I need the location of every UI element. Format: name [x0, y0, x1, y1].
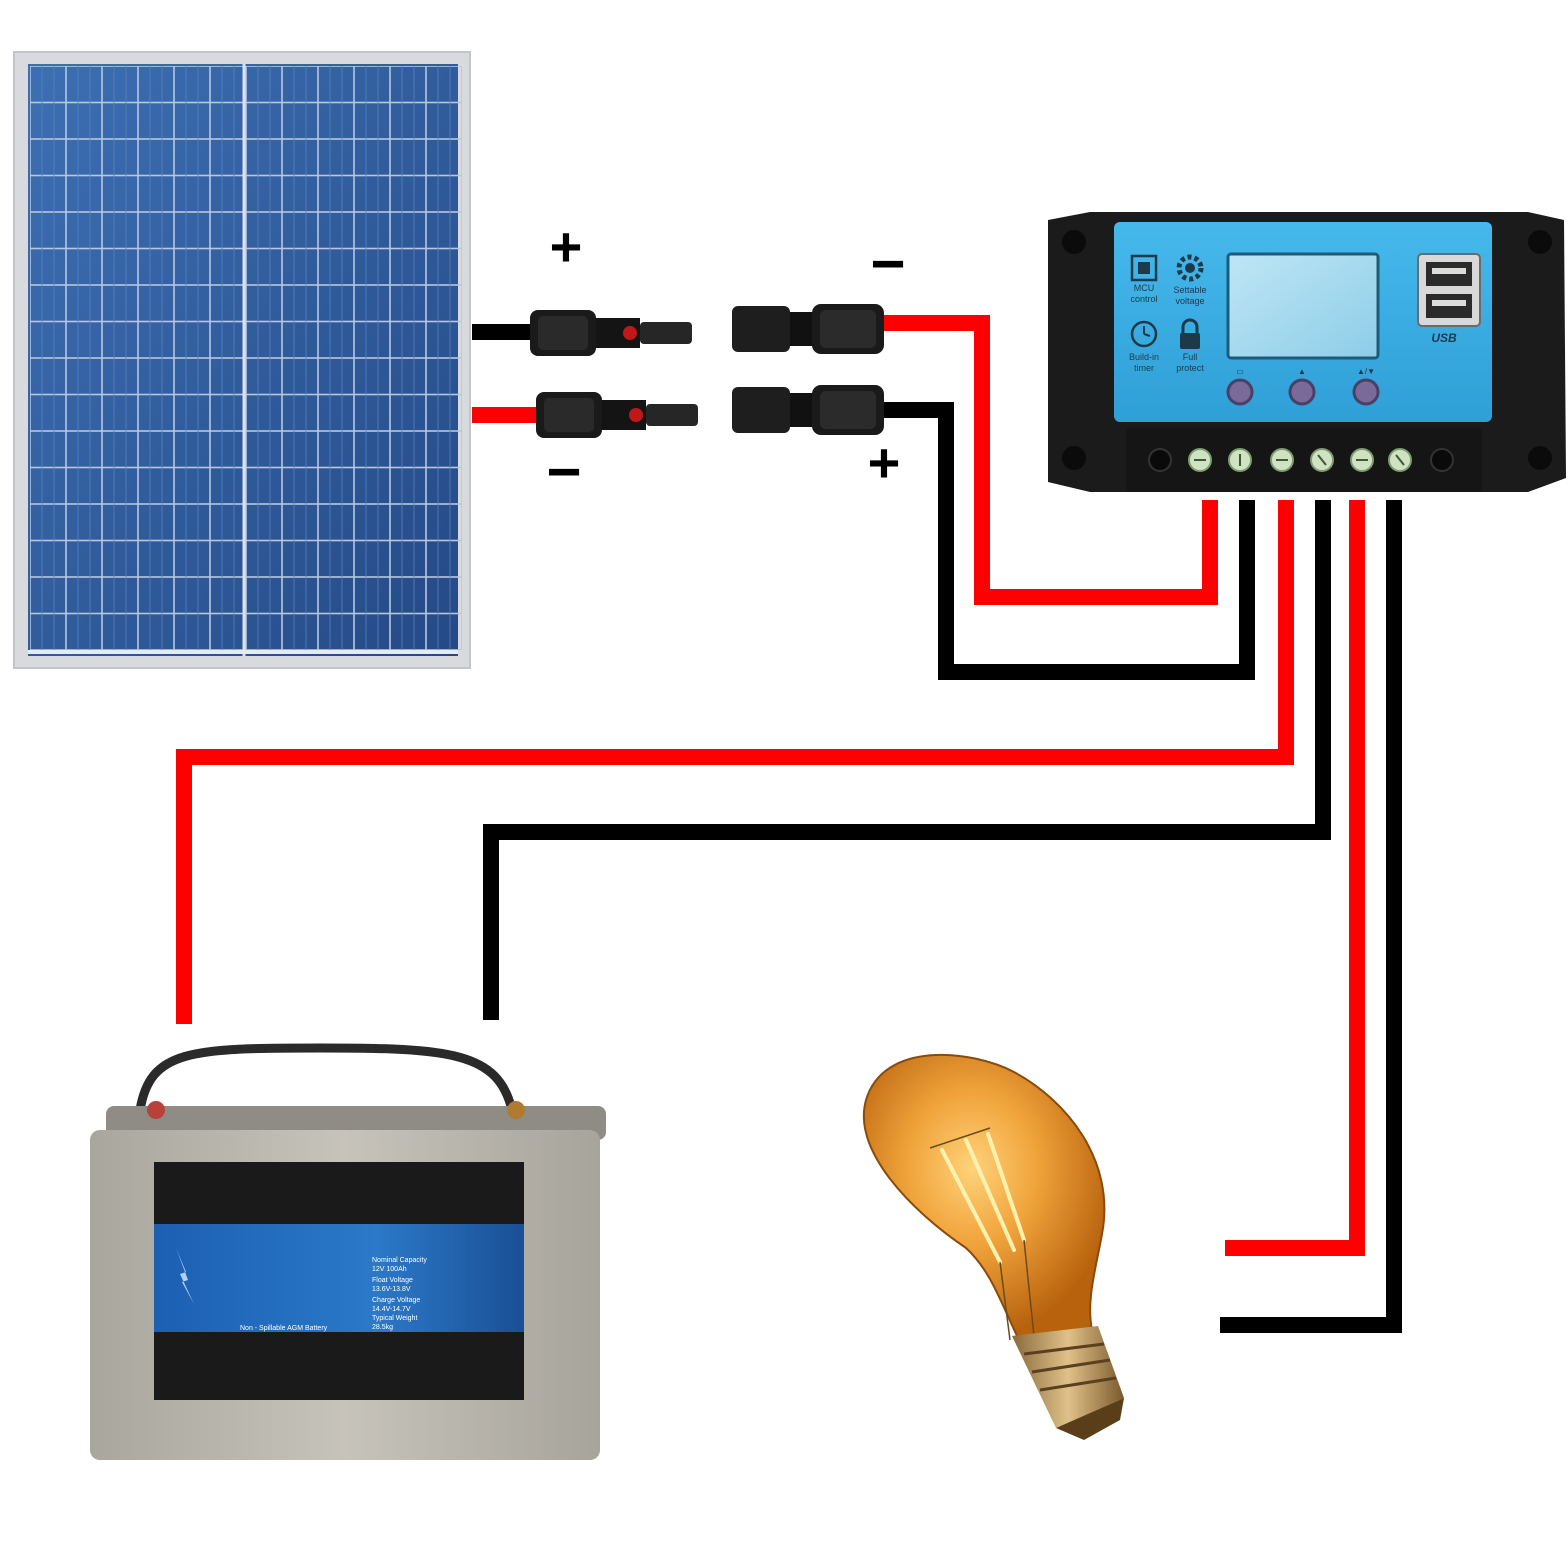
feature-label-mcu-2: control	[1130, 294, 1157, 304]
panel-connector-bottom	[536, 392, 698, 438]
menu-button[interactable]	[1226, 378, 1254, 406]
light-bulb	[863, 1053, 1124, 1440]
battery: Nominal Capacity 12V 100Ah Float Voltage…	[90, 1043, 606, 1460]
battery-spec-line-2: 12V 100Ah	[372, 1266, 407, 1273]
button-label-updown: ▲/▼	[1357, 367, 1375, 376]
battery-positive-wire	[176, 500, 1294, 1024]
battery-spec-line-6: 14.4V-14.7V	[372, 1306, 411, 1313]
up-button[interactable]	[1288, 378, 1316, 406]
battery-negative-wire	[483, 500, 1331, 1020]
battery-spec-line-4: 13.6V-13.8V	[372, 1286, 411, 1293]
feature-label-settable-2: voltage	[1175, 296, 1204, 306]
clock-icon	[1130, 320, 1158, 348]
extension-connector-bottom	[732, 385, 884, 435]
lightning-icon	[176, 1248, 194, 1304]
wiring	[176, 315, 1402, 1333]
feature-label-protect-2: protect	[1176, 363, 1204, 373]
battery-blue-stripe	[154, 1224, 524, 1332]
battery-spec-line-3: Float Voltage	[372, 1277, 413, 1284]
mc4-connectors: + − − +	[530, 215, 906, 505]
feature-label-protect-1: Full	[1183, 352, 1198, 362]
terminal-strip	[1126, 428, 1482, 492]
extension-top-polarity: −	[870, 230, 905, 297]
pv-positive-wire	[880, 315, 1218, 605]
button-label-menu: ▭	[1236, 367, 1244, 376]
panel-bottom-polarity: −	[546, 438, 581, 505]
chip-icon	[1130, 254, 1158, 282]
feature-label-timer-2: timer	[1134, 363, 1154, 373]
battery-footer-text: Non - Spillable AGM Battery	[240, 1325, 328, 1332]
gear-icon	[1176, 254, 1204, 282]
solar-panel	[13, 51, 471, 669]
extension-bottom-polarity: +	[868, 431, 901, 494]
extension-connector-top	[732, 304, 884, 354]
load-positive-wire	[1225, 500, 1365, 1256]
button-label-up: ▲	[1298, 367, 1306, 376]
battery-spec-line-1: Nominal Capacity	[372, 1257, 427, 1264]
terminal-screw-right-blank	[1430, 448, 1454, 472]
lcd-display	[1226, 252, 1380, 360]
feature-label-mcu-1: MCU	[1134, 283, 1155, 293]
terminal-screw-left-blank	[1148, 448, 1172, 472]
usb-label: USB	[1431, 331, 1457, 345]
panel-connector-top	[530, 310, 692, 356]
charge-controller: MCU control Settable voltage Build-in ti…	[1048, 212, 1566, 492]
feature-label-timer-1: Build-in	[1129, 352, 1159, 362]
battery-handle	[135, 1043, 517, 1112]
battery-positive-terminal	[147, 1101, 165, 1119]
bulb-glass	[863, 1053, 1106, 1340]
panel-top-polarity: +	[550, 215, 583, 278]
battery-spec-line-8: 28.5kg	[372, 1324, 393, 1331]
load-negative-wire	[1220, 500, 1402, 1333]
terminal-screws	[1188, 448, 1412, 472]
up-down-button[interactable]	[1352, 378, 1380, 406]
battery-spec-line-5: Charge Voltage	[372, 1297, 420, 1304]
feature-label-settable-1: Settable	[1173, 285, 1206, 295]
battery-negative-terminal	[507, 1101, 525, 1119]
lock-icon	[1180, 318, 1200, 349]
battery-spec-line-7: Typical Weight	[372, 1315, 417, 1322]
usb-ports[interactable]	[1417, 253, 1481, 327]
bulb-filaments	[940, 1132, 1026, 1264]
pv-negative-wire	[880, 402, 1255, 680]
